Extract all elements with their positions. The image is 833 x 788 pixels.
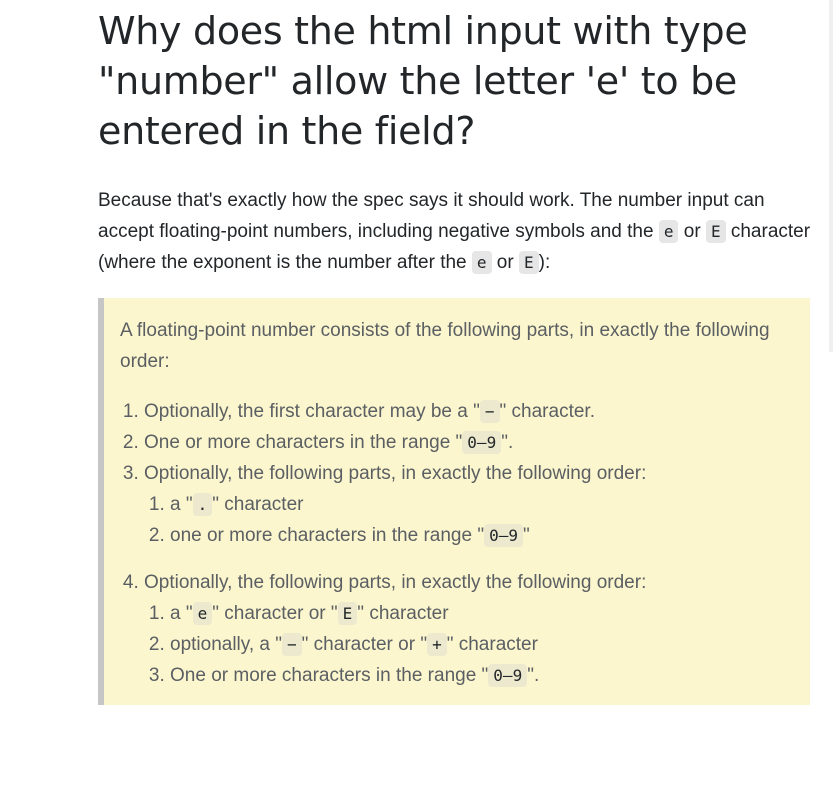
sub-list-item: One or more characters in the range "0–9… [170,660,790,691]
question-title[interactable]: Why does the html input with type "numbe… [98,9,748,153]
answer-text: ): [538,252,551,273]
list-item-text: One or more characters in the range " [170,665,489,686]
list-item: Optionally, the following parts, in exac… [144,567,790,691]
inline-code: + [427,633,447,656]
inline-code: − [282,633,302,656]
inline-code: 0–9 [484,524,523,547]
list-item: One or more characters in the range "0–9… [144,427,790,458]
list-item-text: a " [170,603,193,624]
list-item-text: a " [170,494,193,515]
spec-blockquote: A floating-point number consists of the … [98,298,810,705]
answer-paragraph: Because that's exactly how the spec says… [98,185,816,278]
sub-list: a "." character one or more characters i… [144,489,790,551]
list-item-text: One or more characters in the range " [144,432,463,453]
inline-code: E [705,220,726,243]
quote-list: Optionally, the first character may be a… [120,396,790,691]
list-item-text: optionally, a " [170,634,283,655]
list-item-text: ". [501,432,514,453]
answer-text: character (where the exponent is the num… [98,221,811,273]
list-item-text: " character [357,603,449,624]
quote-intro: A floating-point number consists of the … [120,320,770,372]
list-item-text: " character. [499,401,595,422]
list-item-text: Optionally, the first character may be a… [144,401,480,422]
inline-code: 0–9 [462,431,502,454]
sub-list-item: a "." character [170,489,790,520]
inline-code: e [658,220,679,243]
inline-code: e [471,251,492,274]
list-item-text: " character [212,494,304,515]
list-item-text: Optionally, the following parts, in exac… [144,463,647,484]
inline-code: 0–9 [488,664,528,687]
sub-list-item: a "e" character or "E" character [170,598,790,629]
list-item-text: " character or " [212,603,338,624]
inline-code: − [479,400,500,423]
list-item: Optionally, the following parts, in exac… [144,458,790,551]
sub-list-item: one or more characters in the range "0–9… [170,520,790,551]
answer-text: or [678,221,706,242]
list-item-text: " character or " [301,634,428,655]
inline-code: . [192,493,213,516]
list-item-text: ". [527,665,540,686]
list-item-text: one or more characters in the range " [170,525,485,546]
sub-list: a "e" character or "E" character optiona… [144,598,790,691]
list-item-text: " [522,525,530,546]
post-content: Why does the html input with type "numbe… [98,0,816,705]
sub-list-item: optionally, a "−" character or "+" chara… [170,629,790,660]
inline-code: E [337,602,358,625]
inline-code: E [518,251,539,274]
page-scrollbar[interactable] [829,0,833,352]
answer-text: Because that's exactly how the spec says… [98,190,765,242]
inline-code: e [192,602,213,625]
list-item-text: " character [446,634,538,655]
list-item: Optionally, the first character may be a… [144,396,790,427]
answer-text: or [491,252,519,273]
list-item-text: Optionally, the following parts, in exac… [144,572,647,593]
